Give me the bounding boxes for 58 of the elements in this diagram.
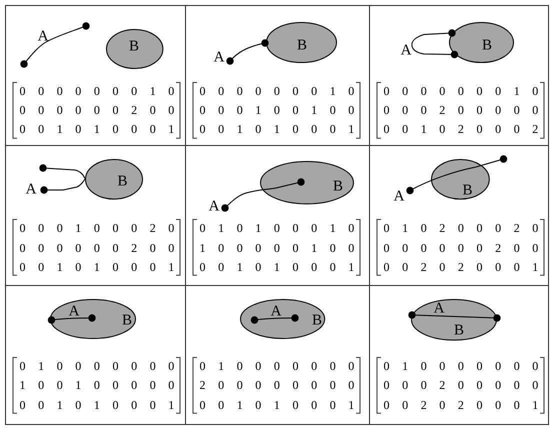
region-ellipse xyxy=(411,299,497,341)
region-label: B xyxy=(118,174,128,190)
matrix-row: 2 0 0 0 0 0 0 0 0 xyxy=(200,379,354,392)
matrix-row: 0 0 2 0 2 0 0 0 1 xyxy=(384,398,538,411)
region-label: B xyxy=(122,314,132,328)
line-label: A xyxy=(214,50,224,66)
diagram-panel xyxy=(5,5,186,146)
region-label: B xyxy=(297,38,307,54)
diagram-panel xyxy=(5,285,186,425)
line-label: A xyxy=(208,200,220,214)
region-ellipse xyxy=(85,158,143,200)
matrix-row: 0 1 0 0 0 0 0 0 0 xyxy=(384,360,538,372)
matrix-row: 0 1 0 0 0 0 0 0 0 xyxy=(200,360,354,372)
matrix-row: 0 0 1 0 1 0 0 0 1 xyxy=(200,123,354,136)
matrix-row: 0 0 0 1 0 0 0 2 0 xyxy=(20,222,174,234)
matrix-row: 0 0 0 0 0 0 0 1 0 xyxy=(384,84,538,97)
matrix-row: 0 0 2 0 2 0 0 0 1 xyxy=(384,261,538,274)
matrix-row: 0 0 0 1 0 0 1 0 0 xyxy=(200,104,354,116)
region-label: B xyxy=(333,179,343,194)
region-label: B xyxy=(462,183,472,198)
region-ellipse xyxy=(50,299,136,339)
matrix-row: 0 0 0 0 0 0 2 0 0 xyxy=(20,104,174,116)
matrix-row: 0 0 1 0 1 0 0 0 1 xyxy=(20,123,174,136)
diagram-panel xyxy=(369,5,549,146)
matrix-row: 0 0 0 0 0 0 0 1 0 xyxy=(200,84,354,97)
region-ellipse xyxy=(266,22,336,63)
region-label: B xyxy=(312,313,322,328)
region-label: B xyxy=(482,38,492,54)
matrix-row: 0 0 1 0 1 0 0 0 1 xyxy=(20,261,174,274)
region-ellipse xyxy=(260,161,354,205)
matrix-row: 0 0 0 0 0 0 2 0 0 xyxy=(20,242,174,254)
line-label: A xyxy=(270,304,282,320)
matrix-row: 1 0 0 1 0 0 0 0 0 xyxy=(20,379,174,392)
matrix-row: 0 1 0 1 0 0 0 1 0 xyxy=(200,222,354,234)
region-label: B xyxy=(454,323,464,338)
matrix-row: 1 0 0 0 0 0 1 0 0 xyxy=(200,242,354,254)
region-ellipse xyxy=(448,22,514,63)
region-label: B xyxy=(128,40,139,54)
matrix-row: 0 0 1 0 2 0 0 0 2 xyxy=(384,123,538,136)
matrix-row: 0 0 0 2 0 0 0 0 0 xyxy=(384,104,538,116)
region-ellipse xyxy=(106,28,164,68)
line-label: A xyxy=(400,44,412,58)
matrix-row: 0 1 0 2 0 0 0 2 0 xyxy=(384,222,538,234)
matrix-row: 0 0 1 0 1 0 0 0 1 xyxy=(20,398,174,411)
line-label: A xyxy=(38,30,48,44)
line-label: A xyxy=(68,304,80,320)
matrix-row: 0 0 0 0 0 0 2 0 0 xyxy=(384,242,538,254)
matrix-row: 0 0 1 0 1 0 0 0 1 xyxy=(200,398,354,411)
matrix-row: 0 0 1 0 1 0 0 0 1 xyxy=(200,261,354,274)
line-label: A xyxy=(26,182,36,198)
matrix-row: 0 0 0 0 0 0 0 1 0 xyxy=(20,84,174,97)
matrix-row: 0 1 0 0 0 0 0 0 0 xyxy=(20,360,174,372)
region-ellipse xyxy=(240,299,326,339)
line-label: A xyxy=(434,302,444,317)
diagram-panel xyxy=(369,285,549,425)
line-label: A xyxy=(394,190,404,204)
matrix-row: 0 0 0 2 0 0 0 0 0 xyxy=(384,379,538,392)
region-ellipse xyxy=(430,158,490,200)
